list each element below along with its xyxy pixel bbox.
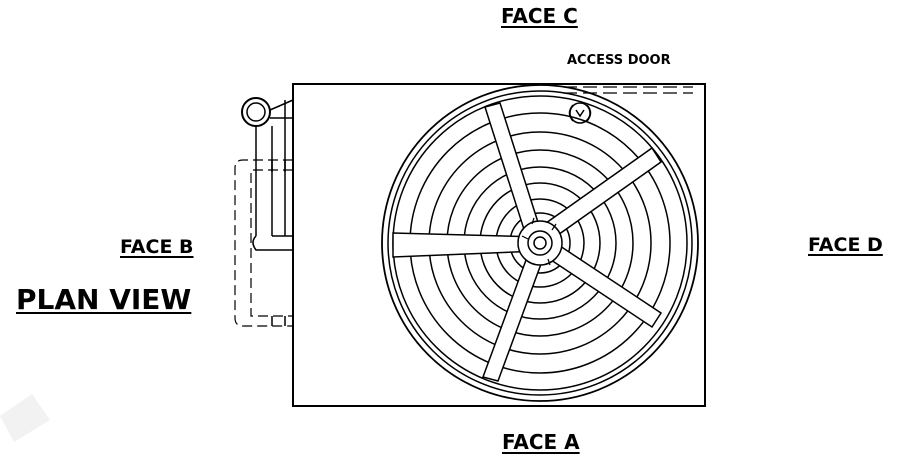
fan-hub-outer [517,220,563,266]
access-door-dashed [563,86,693,94]
fan-ring-outer [381,84,699,402]
pipe-connection-inner [246,102,266,122]
face-b-label: FACE B [120,236,194,258]
plan-view-title: PLAN VIEW [16,283,192,316]
face-a-label: FACE A [502,430,580,454]
face-d-label: FACE D [808,234,883,256]
fan-hub-center [533,236,547,250]
fan-hub-ring [527,230,553,256]
face-c-label: FACE C [501,4,578,28]
guard-support-bars [392,102,663,382]
unit-casing [292,83,706,407]
fan-ring-2 [387,90,693,396]
door-handle-symbol [568,102,592,124]
pipe-connection-outer [241,97,271,127]
access-door-label: ACCESS DOOR [567,53,671,68]
piping [241,97,294,251]
corner-watermark [0,394,50,442]
